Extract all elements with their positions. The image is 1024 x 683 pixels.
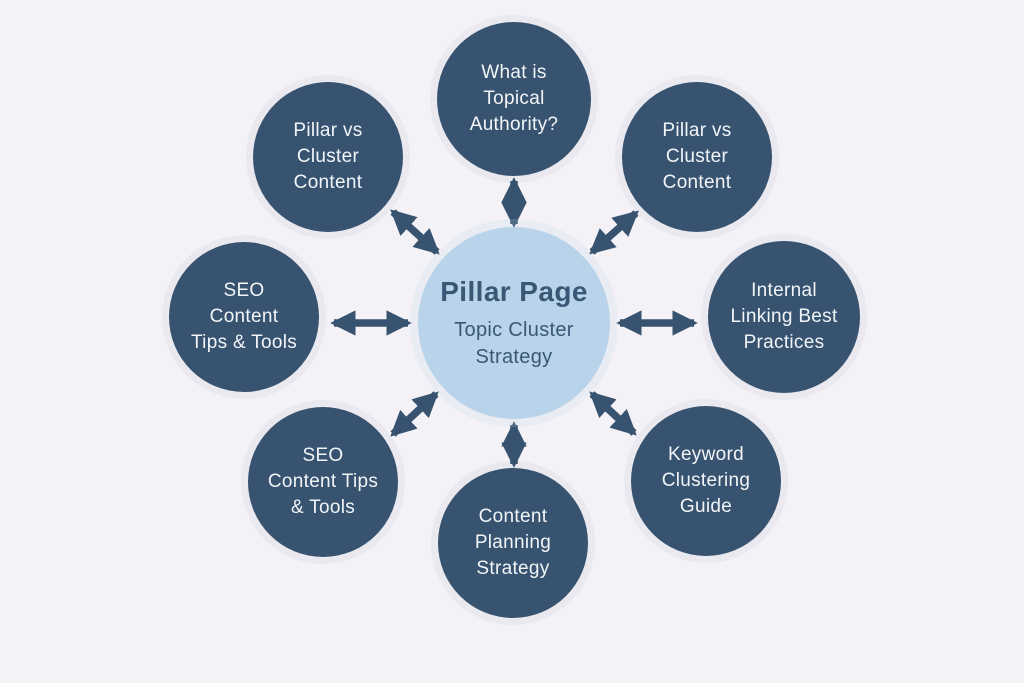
cluster-node-label: Content Planning Strategy [474,505,552,580]
cluster-node-seo-content-tips-tools-bottom: SEO Content Tips & Tools [248,407,398,557]
arrow-center-top-right [589,210,639,255]
center-node-title: Pillar Page [440,275,588,307]
arrow-center-top-left [390,209,440,255]
cluster-node-label: Internal Linking Best Practices [730,279,838,354]
cluster-node-label: SEO Content Tips & Tools [267,444,379,519]
arrow-center-bottom-left [390,391,439,437]
cluster-node-keyword-clustering-guide: Keyword Clustering Guide [631,406,781,556]
cluster-node-what-is-topical-authority: What is Topical Authority? [437,22,591,176]
cluster-node-pillar-vs-cluster-content-right: Pillar vs Cluster Content [622,82,772,232]
cluster-node-label: What is Topical Authority? [469,61,559,136]
cluster-node-pillar-vs-cluster-content-left: Pillar vs Cluster Content [253,82,403,232]
cluster-node-content-planning-strategy: Content Planning Strategy [438,468,588,618]
arrow-center-bottom-right [589,391,637,436]
cluster-node-label: Keyword Clustering Guide [661,443,751,518]
center-node-pillar-page: Pillar Page Topic Cluster Strategy [418,227,610,419]
cluster-node-label: Pillar vs Cluster Content [293,119,363,194]
cluster-node-seo-content-tips-tools-left: SEO Content Tips & Tools [169,242,319,392]
center-node-subtitle: Topic Cluster Strategy [454,318,574,368]
cluster-node-internal-linking-best-practices: Internal Linking Best Practices [708,241,860,393]
cluster-node-label: Pillar vs Cluster Content [662,119,732,194]
cluster-node-label: SEO Content Tips & Tools [190,279,298,354]
